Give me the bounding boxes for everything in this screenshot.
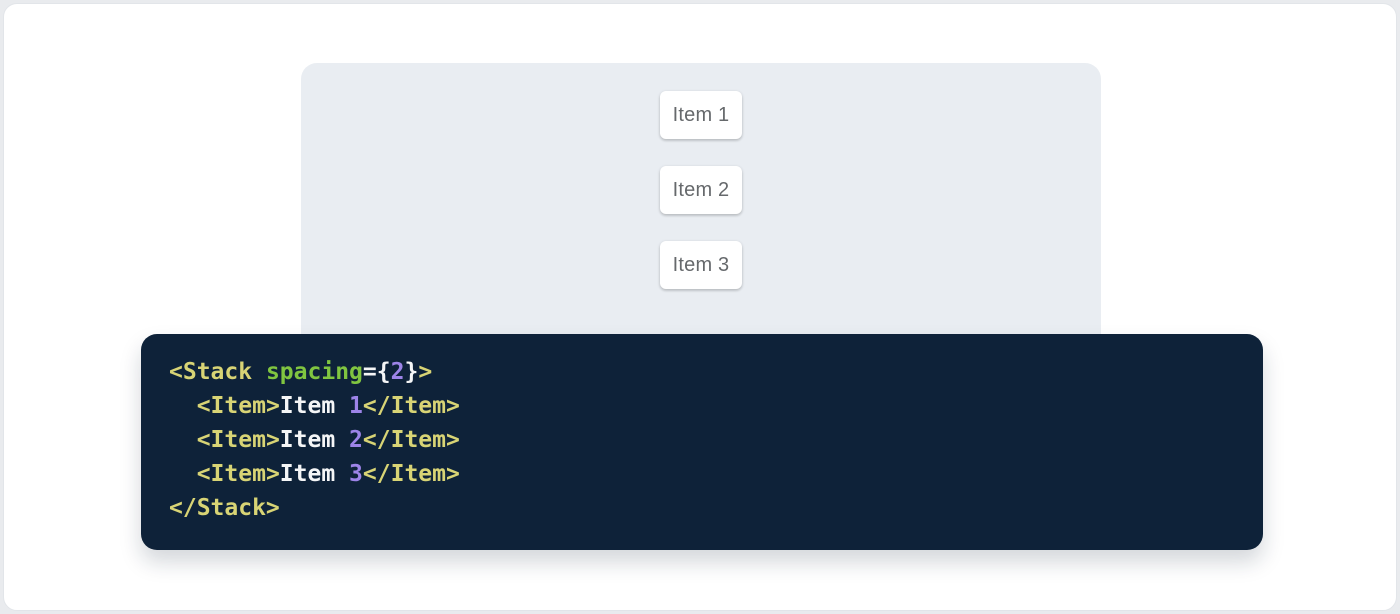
stack-item-label: Item 1 (672, 103, 730, 126)
code-token-plain (169, 461, 197, 487)
code-token-tag: </Item> (362, 393, 460, 419)
code-token-plain: ={ (362, 359, 391, 385)
stack-item: Item 3 (660, 241, 742, 289)
code-token-tag: </Stack> (169, 495, 280, 521)
code-token-tag: <Item> (196, 393, 280, 419)
code-line: <Item>Item 2</Item> (169, 423, 1235, 457)
code-token-tag: <Stack (169, 359, 253, 385)
code-token-number: 2 (349, 427, 363, 453)
stack-item-label: Item 3 (672, 253, 730, 276)
code-token-tag: > (418, 359, 433, 385)
stack-item-label: Item 2 (672, 178, 730, 201)
code-line: <Item>Item 1</Item> (169, 389, 1235, 423)
code-line: <Stack spacing={2}> (169, 355, 1235, 389)
stack-item: Item 1 (660, 91, 742, 139)
code-token-plain: } (404, 359, 419, 385)
code-token-plain (169, 427, 197, 453)
code-token-tag: </Item> (362, 427, 460, 453)
code-token-number: 1 (349, 393, 363, 419)
code-token-plain: Item (279, 461, 350, 487)
code-token-plain: Item (279, 393, 350, 419)
code-token-tag: </Item> (362, 461, 460, 487)
stack-demo-panel: Item 1 Item 2 Item 3 (301, 63, 1101, 351)
code-block: <Stack spacing={2}> <Item>Item 1</Item> … (141, 334, 1263, 550)
code-content: <Stack spacing={2}> <Item>Item 1</Item> … (169, 355, 1235, 525)
page-surface: Item 1 Item 2 Item 3 <Stack spacing={2}>… (3, 3, 1397, 611)
code-token-tag: <Item> (196, 427, 280, 453)
stack-item: Item 2 (660, 166, 742, 214)
code-token-plain: Item (279, 427, 350, 453)
code-line: </Stack> (169, 491, 1235, 525)
code-token-attr: spacing (265, 359, 363, 385)
code-token-tag: <Item> (196, 461, 280, 487)
code-token-number: 2 (390, 359, 405, 385)
code-token-plain (169, 393, 197, 419)
code-token-plain (252, 359, 266, 385)
code-token-number: 3 (349, 461, 363, 487)
code-line: <Item>Item 3</Item> (169, 457, 1235, 491)
